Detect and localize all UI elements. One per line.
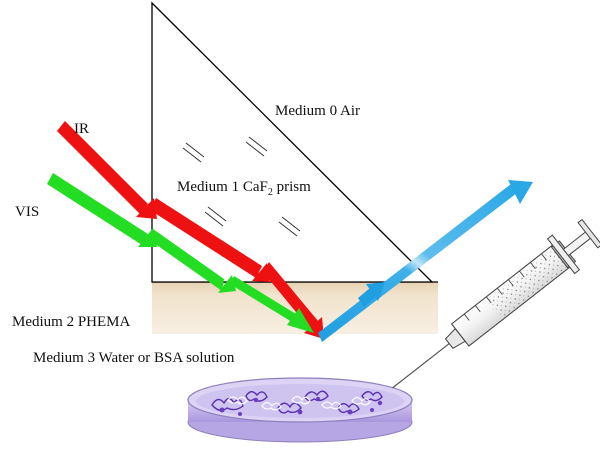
label-medium1: Medium 1 CaF2 prism — [177, 179, 311, 198]
label-medium0: Medium 0 Air — [275, 103, 360, 119]
label-medium1-main: Medium 1 CaF — [177, 179, 268, 195]
syringe-liquid — [485, 247, 567, 319]
label-medium1-tail: prism — [273, 179, 311, 195]
output-beam — [318, 180, 533, 342]
protein-clusters-light — [227, 395, 371, 411]
prism — [151, 1, 434, 283]
label-vis: VIS — [15, 204, 39, 220]
glass-reflection-marks — [182, 136, 301, 237]
label-medium1-sub: 2 — [268, 187, 273, 198]
label-ir: IR — [74, 121, 89, 137]
vis-beam — [47, 173, 314, 333]
syringe-needle — [392, 343, 450, 389]
label-medium2: Medium 2 PHEMA — [12, 314, 131, 330]
label-medium3: Medium 3 Water or BSA solution — [33, 350, 235, 366]
syringe-icon — [392, 218, 600, 389]
petri-dish-icon — [187, 377, 413, 443]
ir-beam — [57, 121, 324, 339]
